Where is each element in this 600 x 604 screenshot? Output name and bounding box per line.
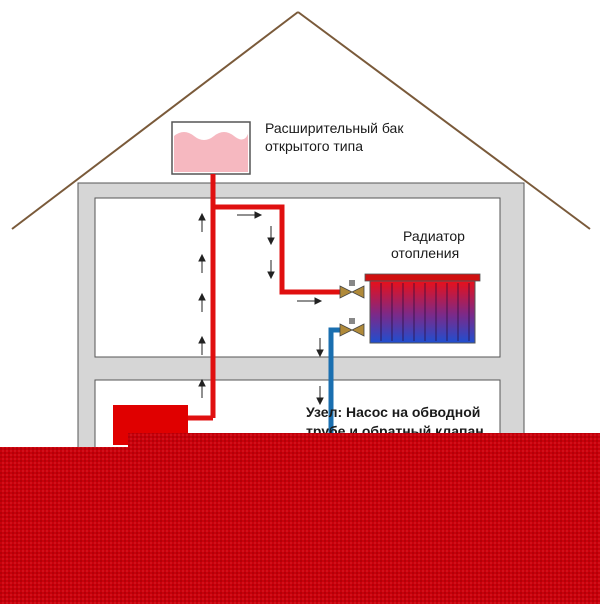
radiator-icon: [364, 273, 481, 344]
supply-pipe: [186, 174, 348, 421]
flow-arrow-icon: [316, 386, 324, 406]
flow-arrow-icon: [198, 212, 206, 232]
flow-arrow-icon: [267, 260, 275, 280]
tank-label-line2: открытого типа: [265, 138, 363, 154]
flow-arrows: [198, 211, 324, 406]
radiator-label-line2: отопления: [391, 245, 459, 261]
flow-arrow-icon: [316, 338, 324, 358]
flow-arrow-icon: [198, 378, 206, 398]
tank-label-line1: Расширительный бак: [265, 120, 404, 136]
flow-arrow-icon: [297, 297, 323, 305]
flow-arrow-icon: [198, 292, 206, 312]
node-label-line1: Узел: Насос на обводной: [306, 404, 480, 420]
expansion-tank-icon: [171, 121, 251, 175]
valve-icon: [339, 280, 365, 299]
flow-arrow-icon: [198, 335, 206, 355]
valve-icon: [339, 318, 365, 337]
flow-arrow-icon: [267, 226, 275, 246]
red-overlay: [0, 433, 600, 604]
roof: [11, 11, 591, 230]
flow-arrow-icon: [237, 211, 263, 219]
radiator-label-line1: Радиатор: [403, 228, 465, 244]
flow-arrow-icon: [198, 253, 206, 273]
